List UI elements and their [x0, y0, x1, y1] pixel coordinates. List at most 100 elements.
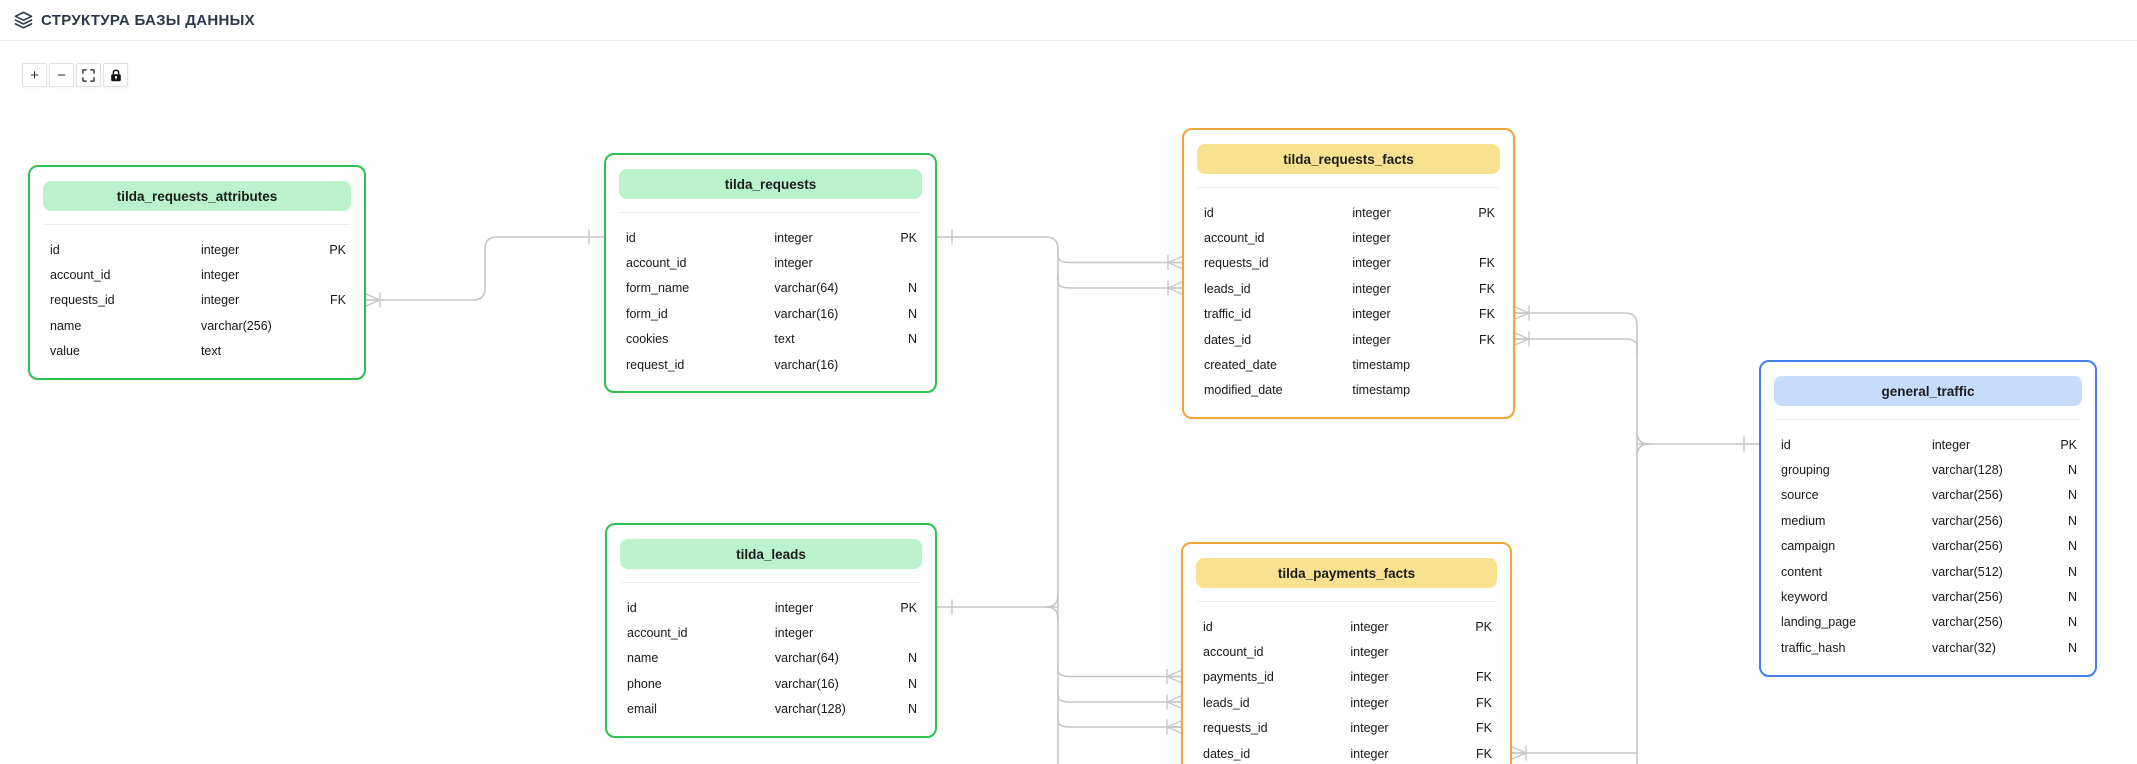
field-name: traffic_hash	[1781, 640, 1846, 655]
lock-button[interactable]	[103, 63, 128, 87]
field-key: PK	[900, 600, 917, 615]
field-name: account_id	[50, 268, 111, 283]
relationship-marker	[1511, 752, 1527, 760]
field-type: varchar(256)	[1931, 488, 2003, 503]
field-key: N	[907, 702, 917, 717]
field-name: source	[1781, 488, 1819, 503]
field-type: integer	[1350, 619, 1389, 634]
relationship-edge	[365, 236, 605, 301]
fit-view-button[interactable]	[76, 63, 101, 87]
relationship-marker	[1166, 701, 1182, 709]
field-name: dates_id	[1204, 332, 1252, 347]
field-name: id	[1203, 619, 1213, 634]
field-type: varchar(256)	[1931, 590, 2003, 605]
field-type: integer	[1352, 205, 1391, 220]
entity-header-divider	[1775, 419, 2081, 420]
relationship-edge	[1514, 312, 1638, 764]
field-name: content	[1781, 564, 1823, 579]
field-key: N	[907, 306, 917, 321]
edge-junction	[1636, 431, 1650, 445]
field-name: value	[50, 344, 80, 359]
field-name: id	[626, 230, 636, 245]
lock-icon	[110, 68, 122, 82]
relationship-marker	[1167, 281, 1183, 289]
diagram-controls: + −	[22, 63, 128, 87]
field-name: account_id	[627, 626, 688, 641]
field-name: requests_id	[50, 293, 115, 308]
field-key: N	[907, 676, 917, 691]
entity-header-divider	[44, 224, 350, 225]
zoom-out-button[interactable]: −	[49, 63, 74, 87]
field-type: integer	[1350, 670, 1389, 685]
field-type: timestamp	[1352, 383, 1411, 398]
field-key: N	[907, 332, 917, 347]
field-name: grouping	[1781, 463, 1830, 478]
field-key: FK	[1476, 721, 1492, 736]
field-name: cookies	[626, 332, 669, 347]
field-key: PK	[1478, 205, 1495, 220]
relationship-marker	[1167, 261, 1183, 270]
field-type: varchar(512)	[1931, 564, 2003, 579]
field-name: id	[1781, 437, 1791, 452]
fit-view-icon	[82, 68, 95, 82]
field-type: integer	[774, 600, 814, 615]
field-key: FK	[1476, 670, 1492, 685]
field-name: dates_id	[1203, 746, 1251, 761]
relationship-marker	[1166, 675, 1182, 684]
field-type: varchar(64)	[774, 651, 839, 666]
field-key: N	[2067, 640, 2077, 655]
field-name: form_name	[626, 281, 690, 296]
field-key: N	[2067, 615, 2077, 630]
field-type: varchar(256)	[1931, 513, 2003, 528]
relationship-marker	[1514, 338, 1530, 346]
relationship-marker	[365, 293, 381, 301]
field-type: varchar(32)	[1931, 640, 1996, 655]
relationship-edge	[936, 236, 1059, 764]
field-name: requests_id	[1203, 721, 1268, 736]
field-name: account_id	[1203, 645, 1264, 660]
field-type: integer	[1352, 281, 1391, 296]
field-key: N	[2067, 564, 2077, 579]
field-key: FK	[1479, 256, 1495, 271]
relationship-marker	[1514, 332, 1530, 340]
field-name: keyword	[1781, 590, 1828, 605]
relationship-marker	[1514, 306, 1530, 314]
zoom-in-button[interactable]: +	[22, 63, 47, 87]
field-type: integer	[1352, 332, 1391, 347]
field-row: traffic_hash varchar(32) N	[1761, 635, 2095, 660]
field-type: integer	[1350, 746, 1389, 761]
entity-title: tilda_requests_attributes	[43, 181, 351, 211]
relationship-edge	[1057, 688, 1182, 703]
relationship-marker	[1514, 312, 1530, 320]
minus-icon: −	[57, 66, 66, 84]
field-name: medium	[1781, 513, 1826, 528]
field-type: varchar(64)	[774, 281, 839, 296]
